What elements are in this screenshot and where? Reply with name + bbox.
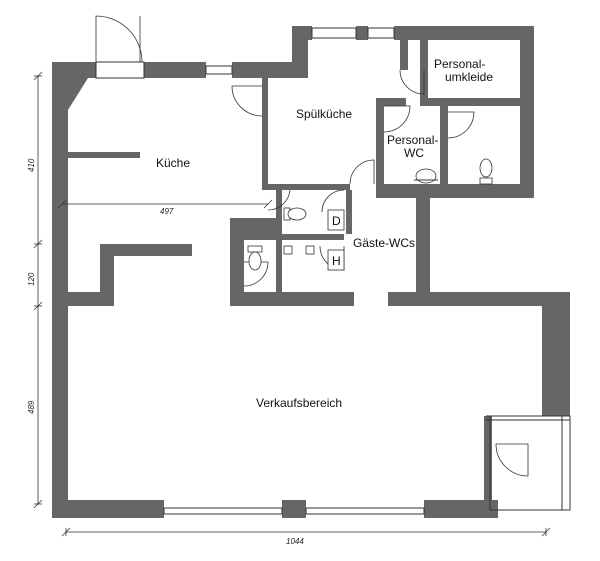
- wall-kitchen-partition: [68, 152, 140, 158]
- door-vestibule: [495, 443, 529, 477]
- door-kitchen-scullery: [231, 85, 263, 117]
- wall-column: [416, 198, 430, 306]
- wall-l-side: [100, 244, 114, 306]
- wall-scullery-west: [262, 78, 268, 186]
- wall-upper-top-a: [292, 26, 312, 40]
- wall-staffwc-left: [376, 98, 384, 198]
- wall-staffwc-mid: [440, 106, 448, 186]
- room-labels: Küche Spülküche Personal- umkleide Perso…: [156, 57, 493, 410]
- toilet-tank-icon: [247, 245, 263, 253]
- wall-l-top: [100, 244, 192, 256]
- toilet-icon: [479, 158, 493, 178]
- walls: [52, 26, 570, 518]
- wall-upper-top-d: [428, 26, 534, 40]
- window-bottom-left: [163, 507, 283, 515]
- dim-height-top: 410: [27, 158, 36, 172]
- doors: [95, 15, 529, 477]
- fixtures: [247, 158, 493, 271]
- door-entrance-top: [95, 15, 143, 63]
- wall-staffwc-bottom: [376, 184, 534, 198]
- dim-height-bottom: 489: [27, 400, 36, 414]
- window-top-scullery: [311, 27, 357, 39]
- wall-right: [542, 292, 570, 416]
- wall-sep-1: [400, 26, 408, 70]
- wall-scullery-south: [262, 184, 350, 190]
- window-top-kitchen: [205, 65, 233, 75]
- wall-bottom-mid: [282, 500, 306, 518]
- label-scullery: Spülküche: [296, 107, 352, 121]
- window-bottom-right: [305, 507, 425, 515]
- door-scullery-corridor: [349, 159, 375, 185]
- wall-top-mid: [144, 62, 206, 78]
- wall-guest-bottom: [230, 292, 354, 306]
- dim-kitchen-width: 497: [160, 207, 174, 216]
- entrance-threshold: [95, 61, 145, 79]
- dim-height-mid: 120: [27, 272, 36, 286]
- label-sales: Verkaufsbereich: [256, 396, 342, 410]
- label-locker-1: Personal-: [434, 57, 485, 71]
- wc-d-sign: [327, 209, 345, 231]
- label-locker-2: umkleide: [445, 70, 493, 84]
- door-staff-wc: [383, 105, 411, 133]
- wall-top-left: [52, 62, 96, 78]
- label-wc-d: D: [332, 214, 341, 228]
- door-guest-top: [267, 189, 291, 211]
- door-guest-d: [321, 189, 345, 213]
- dimension-lines: 410 120 489 1044 497: [27, 71, 551, 546]
- door-guest-left: [243, 261, 269, 287]
- wall-guest-mid: [244, 234, 344, 240]
- wall-staffwc-top-a: [376, 98, 406, 106]
- wall-bottom-right: [424, 500, 498, 518]
- wall-guest-a: [276, 190, 282, 234]
- wall-kitchen-corner: [68, 78, 88, 110]
- wall-top-mid2: [232, 62, 254, 78]
- wall-left: [52, 62, 68, 518]
- label-kitchen: Küche: [156, 156, 190, 170]
- wall-entry-right-inner: [484, 416, 492, 510]
- windows: [95, 27, 571, 515]
- label-staffwc-2: WC: [404, 146, 424, 160]
- wall-upper-right: [520, 26, 534, 198]
- sink-icon: [415, 168, 437, 184]
- wall-guest-left: [230, 218, 244, 306]
- wall-upper-top-b: [356, 26, 368, 40]
- door-locker: [399, 69, 425, 95]
- label-staffwc-1: Personal-: [387, 133, 438, 147]
- wall-guest-c: [276, 240, 282, 292]
- toilet-icon: [287, 207, 307, 221]
- label-guest-wc: Gäste-WCs: [353, 236, 415, 250]
- toilet-icon: [248, 251, 262, 271]
- dim-width-total: 1044: [286, 537, 304, 546]
- wall-guest-b: [346, 190, 352, 234]
- window-top-b: [367, 27, 395, 39]
- urinal-icon: [283, 245, 293, 255]
- wall-locker-bottom: [420, 98, 534, 106]
- wc-h-sign: [327, 249, 345, 271]
- urinal-icon: [305, 245, 315, 255]
- wall-top-mid3: [254, 62, 294, 78]
- wall-sep-2: [420, 26, 428, 100]
- toilet-tank-icon: [479, 177, 493, 185]
- label-wc-h: H: [332, 254, 341, 268]
- wall-bottom-left: [52, 500, 164, 518]
- wall-l-bottom: [68, 292, 114, 306]
- door-staff-wc-2: [447, 111, 475, 139]
- wall-sales-top-right: [388, 292, 570, 306]
